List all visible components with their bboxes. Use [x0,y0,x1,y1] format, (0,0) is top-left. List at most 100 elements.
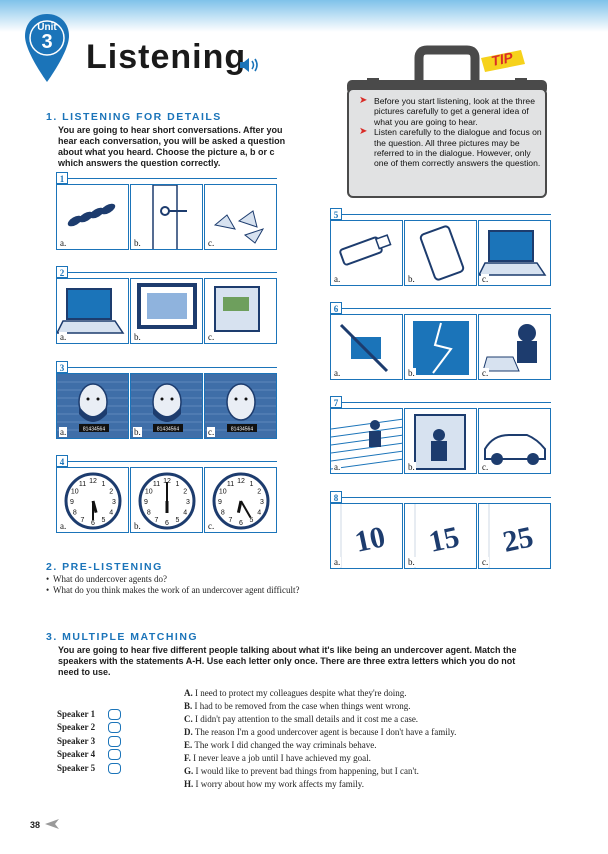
unit-pin-icon [25,14,69,82]
statement-text: The reason I'm a good undercover agent i… [194,727,457,737]
svg-text:3: 3 [260,499,264,506]
statement-letter: G. [184,766,194,776]
svg-text:81434564: 81434564 [157,427,179,433]
picture-option-suspect-mugshot-bearded[interactable]: 81434564 a. [56,373,129,439]
option-label: c. [207,521,216,531]
picture-option-climber-on-rooftop[interactable]: a. [330,408,403,474]
statement-letter: A. [184,688,193,698]
svg-text:4: 4 [109,510,113,517]
option-label: c. [207,427,216,437]
svg-text:12: 12 [163,478,171,485]
picture-option-laptop[interactable]: c. [478,220,551,286]
climber-on-rooftop-illustration [331,409,402,473]
calendar-15-illustration: 15 [405,504,476,568]
broken-glass-shards-illustration [205,185,276,249]
statement: F. I never leave a job until I have achi… [184,752,456,765]
laptop-illustration [479,221,550,285]
svg-text:81434564: 81434564 [83,427,105,433]
svg-text:5: 5 [176,517,180,524]
statement-text: I would like to prevent bad things from … [195,766,419,776]
picture-option-framed-painting[interactable]: b. [130,278,203,344]
speaker-list: Speaker 1 Speaker 2 Speaker 3 Speaker 4 … [57,708,95,775]
option-label: a. [59,427,68,437]
speaker-answer-box[interactable] [108,749,121,760]
section-instructions: You are going to hear five different peo… [58,645,517,677]
option-label: b. [133,238,142,248]
question-divider [68,178,277,179]
calendar-date-text: 15 [426,520,462,559]
option-label: a. [333,274,342,284]
svg-text:5: 5 [102,517,106,524]
statement: A. I need to protect my colleagues despi… [184,687,456,700]
car-with-broken-window-illustration [479,409,550,473]
svg-text:10: 10 [71,489,79,496]
page-number: 38 [30,820,41,830]
svg-text:7: 7 [81,517,85,524]
picture-option-broken-glass-shards[interactable]: c. [204,184,277,250]
section-heading-listening-for-details: 1. LISTENING FOR DETAILS [46,111,222,123]
option-label: b. [407,274,416,284]
svg-text:2: 2 [109,489,113,496]
question-number: 1 [56,172,68,184]
burglar-in-window-illustration [405,409,476,473]
open-safe-with-cash-illustration [205,279,276,343]
statement-list: A. I need to protect my colleagues despi… [184,687,456,791]
speaker-answer-box[interactable] [108,763,121,774]
option-label: a. [59,332,68,342]
picture-option-footprints-on-floor[interactable]: a. [56,184,129,250]
picture-option-burglar-in-window[interactable]: b. [404,408,477,474]
svg-text:8: 8 [73,510,77,517]
svg-text:6: 6 [165,520,169,527]
statement-text: I worry about how my work affects my fam… [195,779,364,789]
section-instructions: You are going to hear short conversation… [58,125,286,168]
svg-text:10: 10 [219,489,227,496]
svg-text:81434564: 81434564 [231,427,253,433]
statement-text: I didn't pay attention to the small deta… [195,714,419,724]
calendar-date-text: 25 [500,520,536,559]
suspect-mugshot-worried-illustration: 81434564 [205,374,276,438]
speaker-answer-box[interactable] [108,709,121,720]
picture-option-shattered-window[interactable]: b. [404,314,477,380]
svg-text:7: 7 [155,517,159,524]
picture-option-laptop[interactable]: a. [56,278,129,344]
svg-text:1: 1 [250,481,254,488]
svg-text:8: 8 [221,510,225,517]
question-divider [68,367,277,368]
picture-option-smartphone[interactable]: b. [404,220,477,286]
picture-option-key-in-door-lock[interactable]: b. [130,184,203,250]
suspect-mugshot-bearded-frowning-illustration: 81434564 [131,374,202,438]
calendar-date-text: 10 [352,520,388,559]
suspect-mugshot-bearded-illustration: 81434564 [57,374,128,438]
picture-option-hacker-at-laptop[interactable]: c. [478,314,551,380]
option-label: c. [207,332,216,342]
picture-option-chain-cutter-on-lock[interactable]: a. [330,314,403,380]
svg-text:7: 7 [229,517,233,524]
section-heading-multiple-matching: 3. MULTIPLE MATCHING [46,631,199,643]
unit-number: 3 [41,31,53,53]
statement-letter: E. [184,740,193,750]
key-in-door-lock-illustration [131,185,202,249]
picture-option-usb-flash-drive[interactable]: a. [330,220,403,286]
statement-letter: F. [184,753,191,763]
svg-text:2: 2 [257,489,261,496]
pre-listening-question: What do you think makes the work of an u… [46,585,326,596]
speaker-answer-box[interactable] [108,736,121,747]
speaker-answer-box[interactable] [108,722,121,733]
option-label: a. [333,462,342,472]
picture-option-open-safe-with-cash[interactable]: c. [204,278,277,344]
option-label: c. [481,274,490,284]
picture-option-suspect-mugshot-worried[interactable]: 81434564 c. [204,373,277,439]
speaker-label: Speaker 4 [57,749,96,760]
audio-speaker-icon[interactable] [238,56,260,74]
svg-text:4: 4 [183,510,187,517]
picture-option-car-with-broken-window[interactable]: c. [478,408,551,474]
